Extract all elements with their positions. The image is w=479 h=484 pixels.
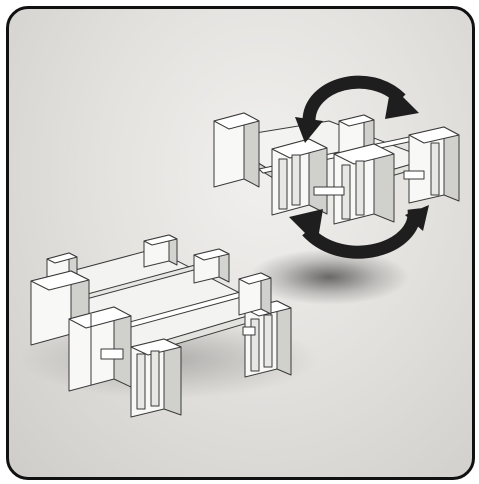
ground-block-front-right bbox=[244, 300, 292, 378]
floating-block-right bbox=[408, 126, 460, 204]
floating-block-left bbox=[213, 112, 260, 188]
floating-block-center-right bbox=[333, 143, 395, 225]
ground-block-back-mid bbox=[143, 234, 178, 268]
floating-assembly bbox=[213, 112, 460, 225]
ground-block-back-right bbox=[193, 248, 230, 284]
floating-block-center-left bbox=[271, 138, 328, 216]
rotate-icon bbox=[289, 75, 429, 259]
ground-block-front-bottom bbox=[130, 338, 182, 418]
ground-block-right-side bbox=[238, 272, 272, 316]
ground-block-front-mid bbox=[68, 306, 132, 392]
floating-shadow bbox=[249, 249, 409, 305]
assembly-illustration bbox=[19, 75, 460, 418]
ground-assembly bbox=[30, 234, 292, 418]
rotate-arrow-top bbox=[302, 75, 406, 122]
illustration-frame bbox=[6, 6, 475, 480]
rotate-arrow-bottom bbox=[302, 208, 421, 259]
